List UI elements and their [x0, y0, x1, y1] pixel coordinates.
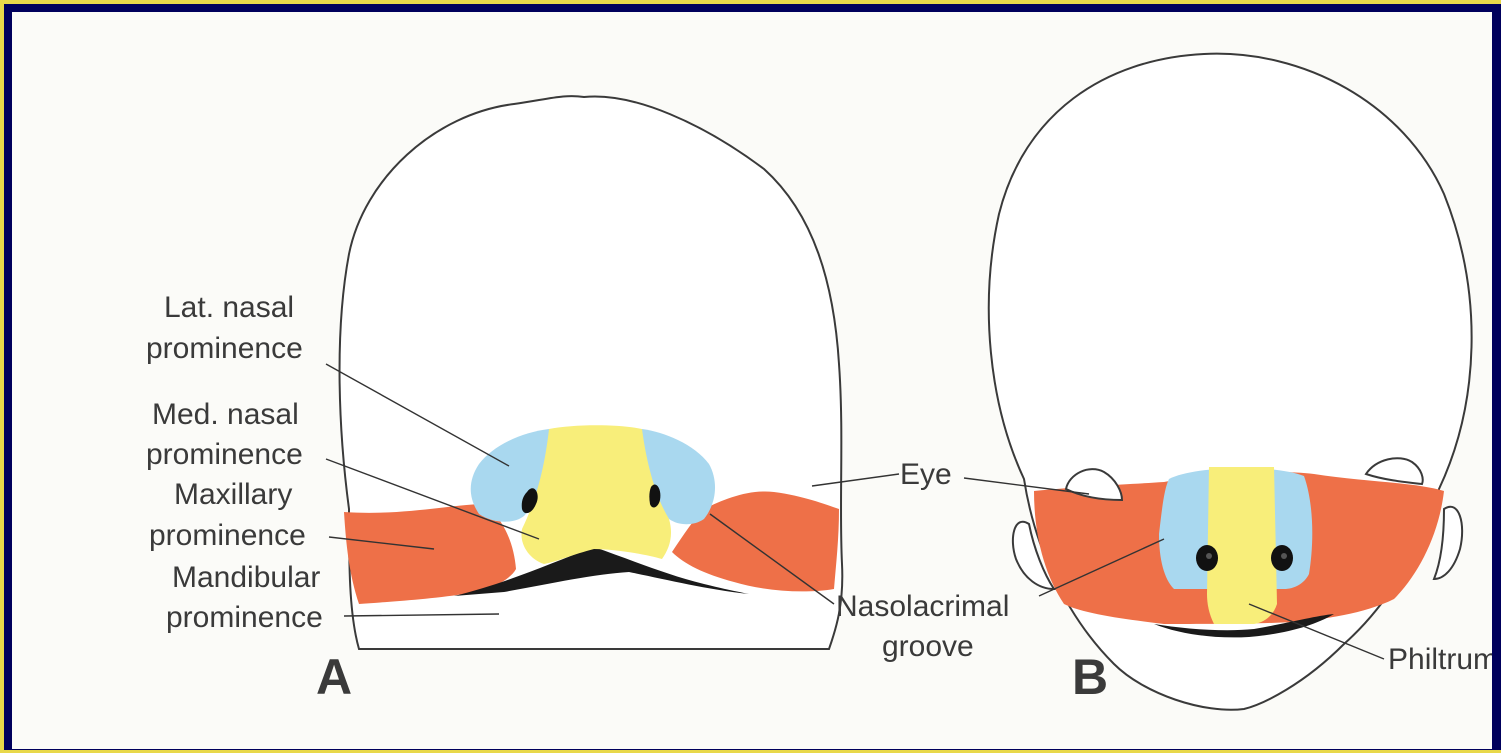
label-eye: Eye	[900, 458, 952, 491]
label-nasolacrimal-1: Nasolacrimal	[836, 590, 1009, 623]
label-med-nasal-1: Med. nasal	[152, 398, 299, 431]
diagram-panel: Lat. nasal prominence Med. nasal promine…	[12, 12, 1492, 749]
label-mandibular-2: prominence	[166, 601, 323, 634]
label-mandibular-1: Mandibular	[172, 561, 320, 594]
label-maxillary-2: prominence	[149, 519, 306, 552]
label-philtrum: Philtrum	[1388, 643, 1492, 676]
label-med-nasal-2: prominence	[146, 438, 303, 471]
face-development-diagram: Lat. nasal prominence Med. nasal promine…	[12, 12, 1492, 749]
label-lat-nasal-2: prominence	[146, 332, 303, 365]
label-lat-nasal-1: Lat. nasal	[164, 291, 294, 324]
panel-label-b: B	[1072, 649, 1108, 705]
figure-a	[326, 96, 899, 649]
medial-nasal-prominence-b	[1207, 467, 1277, 624]
label-maxillary-1: Maxillary	[174, 478, 292, 511]
panel-label-a: A	[316, 649, 352, 705]
figure-b	[964, 54, 1472, 710]
label-nasolacrimal-2: groove	[882, 630, 974, 663]
